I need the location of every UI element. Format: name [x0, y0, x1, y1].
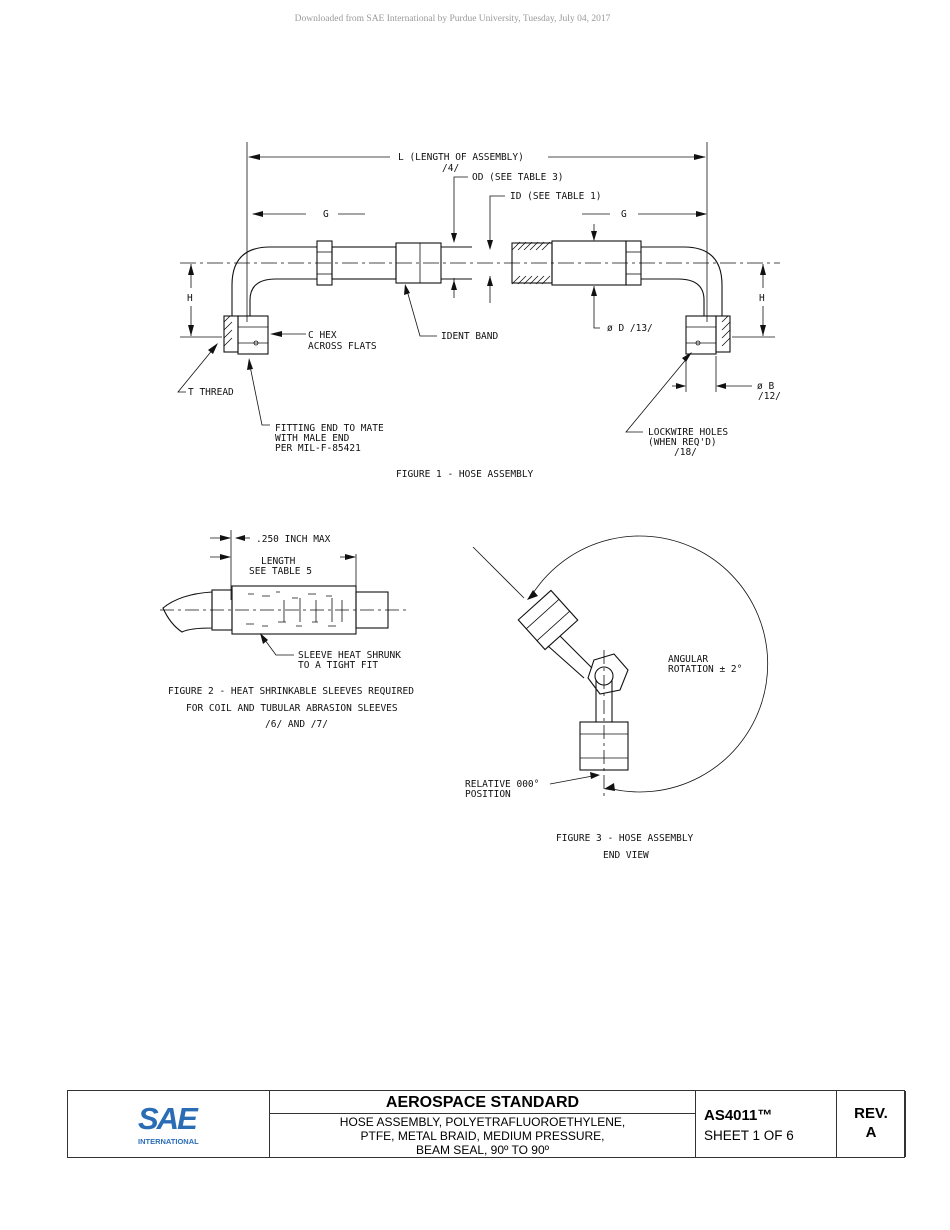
d-dimension-label: ø D /13/	[607, 323, 653, 334]
length-line2: SEE TABLE 5	[249, 566, 312, 577]
sae-logo-cell: SAE INTERNATIONAL	[68, 1091, 270, 1157]
description-line-3: BEAM SEAL, 90º TO 90º	[415, 1143, 550, 1157]
b-dimension-note: /12/	[758, 391, 781, 402]
drawing-sheet: L (LENGTH OF ASSEMBLY) /4/ OD (SEE TABLE…	[160, 142, 781, 861]
g-left-label: G	[323, 209, 329, 220]
t-thread-label: T THREAD	[188, 387, 234, 398]
figure-1-hose-assembly: L (LENGTH OF ASSEMBLY) /4/ OD (SEE TABLE…	[177, 142, 781, 480]
sleeve-line1: SLEEVE HEAT SHRUNK	[298, 650, 401, 661]
b-dimension-label: ø B	[757, 381, 774, 392]
c-hex-label-line2: ACROSS FLATS	[308, 341, 377, 352]
revision-value: A	[865, 1124, 877, 1141]
fitting-end-line1: FITTING END TO MATE	[275, 423, 384, 434]
sleeve-line2: TO A TIGHT FIT	[298, 660, 378, 671]
sae-logo-subtext: INTERNATIONAL	[138, 1137, 199, 1146]
angular-line2: ROTATION ± 2°	[668, 664, 742, 675]
lockwire-line1: LOCKWIRE HOLES	[648, 427, 728, 438]
document-number: AS4011™	[704, 1107, 773, 1124]
lockwire-line3: /18/	[674, 447, 697, 458]
angular-line1: ANGULAR	[668, 654, 708, 665]
sae-logo: SAE	[138, 1101, 198, 1136]
revision-label: REV.	[854, 1105, 888, 1122]
h-right-label: H	[759, 293, 765, 304]
lockwire-line2: (WHEN REQ'D)	[648, 437, 717, 448]
figure-2-heat-shrink-sleeves: .250 INCH MAX LENGTH SEE TABLE 5 SLEEVE …	[160, 530, 414, 730]
h-left-label: H	[187, 293, 193, 304]
max-label: .250 INCH MAX	[256, 534, 331, 545]
od-label: OD (SEE TABLE 3)	[472, 172, 564, 183]
title-cell: AEROSPACE STANDARD HOSE ASSEMBLY, POLYET…	[270, 1091, 696, 1157]
standard-heading: AEROSPACE STANDARD	[270, 1091, 695, 1114]
g-right-label: G	[621, 209, 627, 220]
sheet-number: SHEET 1 OF 6	[704, 1128, 794, 1143]
length-of-assembly-label: L (LENGTH OF ASSEMBLY)	[398, 152, 524, 163]
length-line1: LENGTH	[261, 556, 296, 567]
description-line-1: HOSE ASSEMBLY, POLYETRAFLUOROETHYLENE,	[339, 1115, 626, 1129]
title-block: SAE INTERNATIONAL AEROSPACE STANDARD HOS…	[67, 1090, 906, 1158]
ident-band-label: IDENT BAND	[441, 331, 498, 342]
figure-3-caption-line1: FIGURE 3 - HOSE ASSEMBLY	[556, 833, 694, 844]
fitting-end-line3: PER MIL-F-85421	[275, 443, 361, 454]
document-number-cell: AS4011™ SHEET 1 OF 6	[696, 1091, 837, 1157]
figure-3-end-view: ANGULAR ROTATION ± 2° RELATIVE 000° POSI…	[465, 535, 769, 861]
length-note: /4/	[442, 163, 459, 174]
figure-3-caption-line2: END VIEW	[603, 850, 649, 861]
c-hex-label-line1: C HEX	[308, 330, 337, 341]
figure-2-caption-line2: FOR COIL AND TUBULAR ABRASION SLEEVES	[186, 703, 398, 714]
revision-cell: REV. A	[837, 1091, 906, 1157]
id-label: ID (SEE TABLE 1)	[510, 191, 602, 202]
standard-description: HOSE ASSEMBLY, POLYETRAFLUOROETHYLENE, P…	[270, 1114, 695, 1157]
description-line-2: PTFE, METAL BRAID, MEDIUM PRESSURE,	[360, 1129, 605, 1143]
relative-line1: RELATIVE 000°	[465, 779, 539, 790]
relative-line2: POSITION	[465, 789, 511, 800]
figure-1-caption: FIGURE 1 - HOSE ASSEMBLY	[396, 469, 534, 480]
download-note: Downloaded from SAE International by Pur…	[294, 14, 611, 24]
figure-2-caption-line3: /6/ AND /7/	[265, 719, 328, 730]
figure-2-caption-line1: FIGURE 2 - HEAT SHRINKABLE SLEEVES REQUI…	[168, 686, 414, 697]
fitting-end-line2: WITH MALE END	[275, 433, 350, 444]
